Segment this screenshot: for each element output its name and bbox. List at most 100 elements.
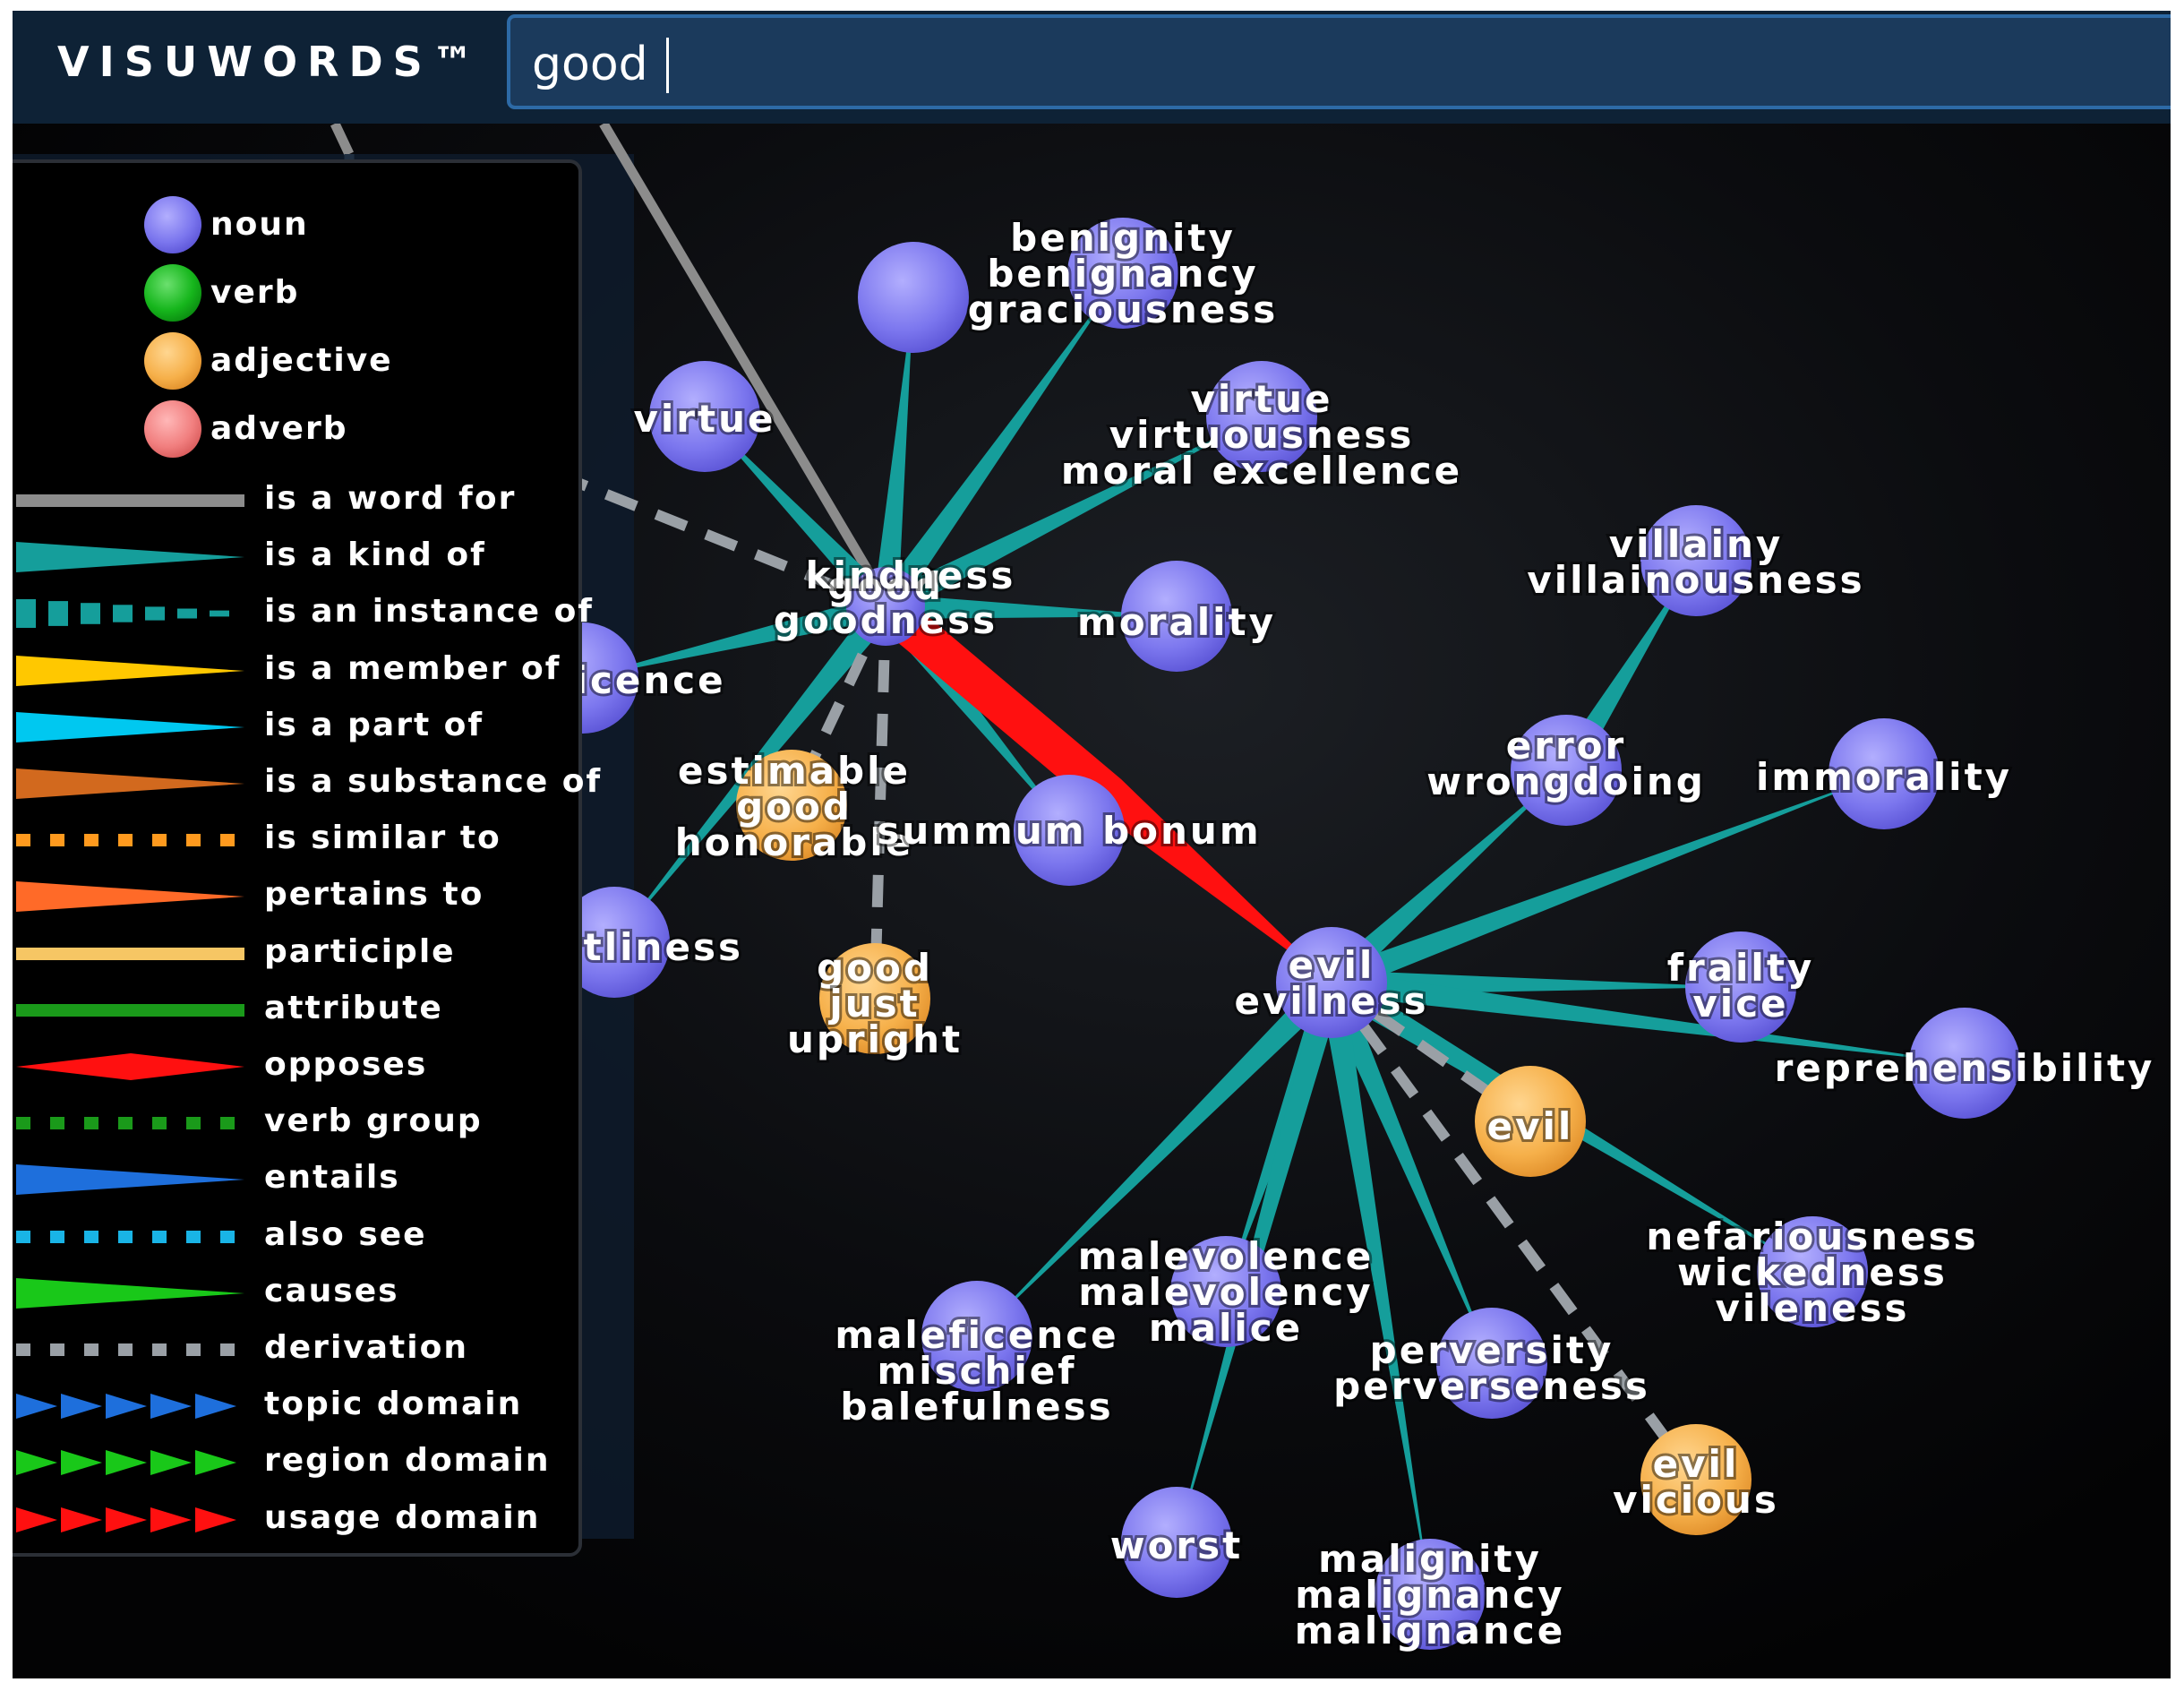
node-label: summum bonum (877, 809, 1261, 853)
node-circle-noun[interactable] (1511, 715, 1622, 826)
node-circle-adjective[interactable] (736, 750, 847, 861)
node-label: evil (1653, 1442, 1740, 1486)
node-label: malevolency (1078, 1270, 1373, 1314)
legend-line-dash-taper (16, 599, 229, 629)
legend-symbol (16, 1506, 236, 1532)
edge-derivation (869, 605, 891, 1000)
legend-relation-topic-domain: topic domain (16, 1378, 580, 1434)
node-circle-adjective[interactable] (1475, 1066, 1586, 1177)
legend-dot-circle (144, 332, 201, 390)
legend-dot-adjective (144, 332, 201, 390)
node-label: villainy (1609, 522, 1784, 566)
node-label: just (827, 982, 920, 1026)
node-circle-noun[interactable] (1121, 561, 1232, 672)
legend-line-taper (16, 542, 244, 573)
edge-kind-of (885, 594, 1177, 619)
legend-relation-label: is a part of (264, 706, 484, 743)
node-label: virtue (634, 397, 776, 441)
legend-arrowhead (106, 1506, 147, 1532)
legend-dash-segment (210, 610, 229, 617)
legend-symbol (16, 1230, 244, 1243)
node-label: perversity (1370, 1328, 1614, 1372)
graph-node-worst[interactable]: worst (1108, 1487, 1243, 1598)
legend-symbol (16, 1394, 236, 1420)
node-circle-noun[interactable] (921, 1281, 1032, 1392)
legend-pos-verb: verb (16, 264, 580, 322)
legend-relation-is-similar-to: is similar to (16, 812, 580, 868)
node-circle-noun[interactable] (1067, 218, 1178, 329)
node-circle-noun[interactable] (1640, 505, 1751, 616)
legend-line-taper (16, 768, 244, 799)
node-circle-noun[interactable] (1206, 361, 1317, 472)
node-circle-noun[interactable] (858, 242, 969, 353)
node-circle-noun[interactable] (649, 361, 760, 472)
legend-symbol (16, 1450, 236, 1476)
node-circle-noun[interactable] (1685, 931, 1796, 1043)
graph-node-reprehensibility[interactable]: reprehensibility (1772, 1008, 2155, 1119)
legend-pos-label: adverb (210, 410, 348, 447)
search-box[interactable] (507, 14, 2171, 109)
node-label: virtue (1191, 377, 1333, 421)
node-label: honorable (675, 820, 914, 864)
node-circle-noun[interactable] (1014, 775, 1125, 886)
graph-node-summum-bonum[interactable]: summum bonum (874, 775, 1262, 886)
node-circle-noun[interactable] (1121, 1487, 1232, 1598)
legend-dot-noun (144, 196, 201, 253)
legend-symbol (16, 599, 229, 629)
node-circle-noun[interactable] (846, 567, 925, 646)
edge-kind-of (705, 416, 895, 615)
legend-relation-label: also see (264, 1215, 427, 1253)
node-circle-noun[interactable] (1276, 927, 1387, 1038)
graph-node-virtue[interactable]: virtue (631, 361, 776, 472)
node-circle-noun[interactable] (559, 887, 670, 998)
legend-dash-segment (177, 608, 197, 619)
legend-arrowhead (150, 1394, 192, 1420)
legend-arrowhead (16, 1506, 57, 1532)
node-circle-noun[interactable] (1170, 1236, 1281, 1347)
node-circle-adjective[interactable] (819, 943, 930, 1054)
legend-symbol (16, 834, 244, 847)
edge-kind-of (1323, 770, 1566, 992)
legend-relation-verb-group: verb group (16, 1095, 580, 1151)
node-circle-noun[interactable] (1375, 1539, 1486, 1650)
legend-arrowhead (150, 1506, 192, 1532)
graph-node-morality[interactable]: morality (1075, 561, 1276, 672)
legend-relation-label: is an instance of (264, 593, 594, 631)
search-input[interactable] (532, 27, 2054, 102)
node-circle-noun[interactable] (1436, 1308, 1547, 1419)
graph-node-kindness[interactable]: kindness (803, 242, 1016, 600)
legend-relation-is-a-word-for: is a word for (16, 473, 580, 528)
node-label: good (827, 564, 944, 608)
legend-line-arrows (16, 1506, 236, 1532)
legend-relation-opposes: opposes (16, 1039, 580, 1094)
node-label: benignancy (987, 252, 1258, 296)
legend-dash-segment (16, 599, 36, 629)
legend-relation-is-a-member-of: is a member of (16, 643, 580, 699)
node-label: reprehensibility (1775, 1046, 2155, 1090)
legend-relation-label: pertains to (264, 876, 484, 914)
node-circle-adjective[interactable] (1640, 1424, 1751, 1535)
node-circle-noun[interactable] (1757, 1216, 1868, 1327)
legend-arrowhead (61, 1506, 102, 1532)
graph-node-immorality[interactable]: immorality (1753, 718, 2012, 829)
node-circle-noun[interactable] (1909, 1008, 2020, 1119)
legend-arrowhead (16, 1450, 57, 1476)
legend-arrowhead (106, 1450, 147, 1476)
node-circle-noun[interactable] (1829, 718, 1940, 829)
graph-node-evil-adj[interactable]: evil (1475, 1066, 1586, 1177)
